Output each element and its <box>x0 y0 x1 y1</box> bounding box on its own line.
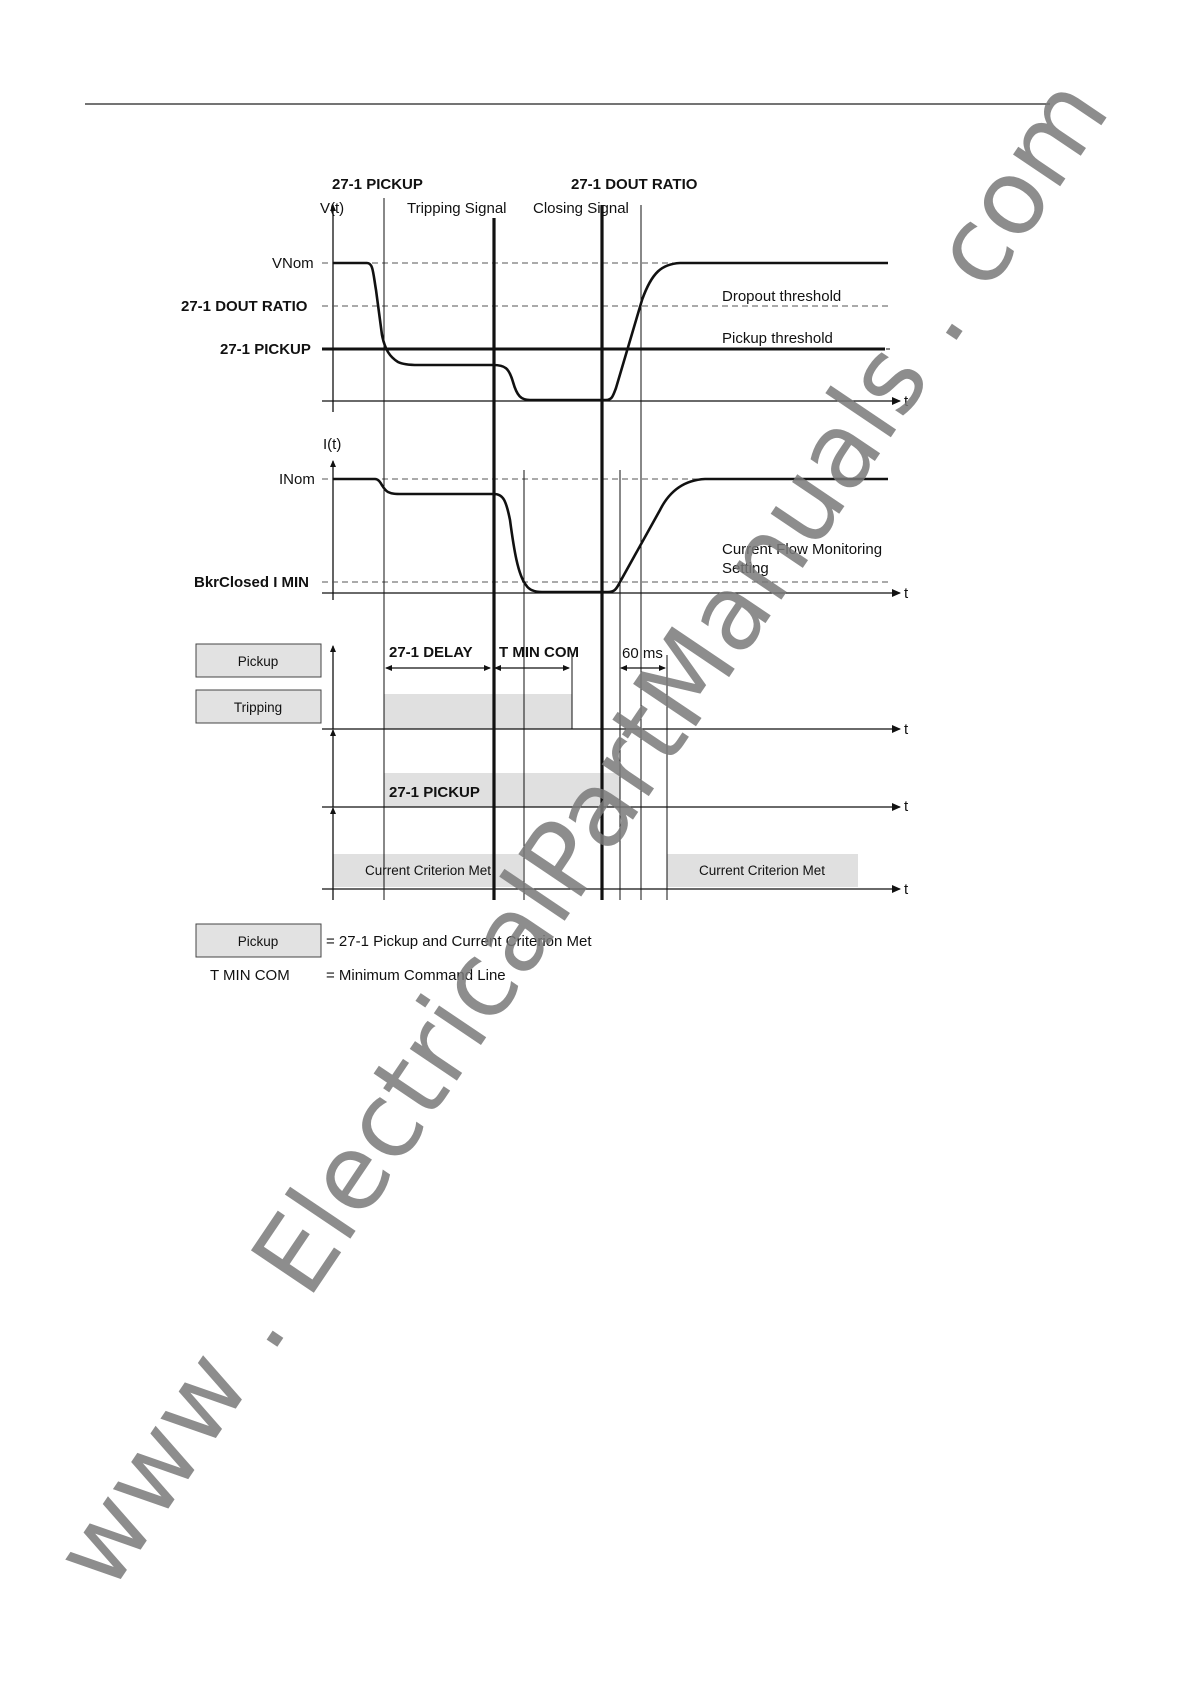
criterion-time-axis-label: t <box>904 881 909 898</box>
inom-label: INom <box>279 471 315 488</box>
v-axis-label: V(t) <box>320 200 344 217</box>
pickup-signal-bar <box>384 773 620 807</box>
vnom-label: VNom <box>272 255 314 272</box>
bkr-min-label: BkrClosed I MIN <box>194 574 309 591</box>
tripping-bar <box>384 694 572 729</box>
delay-label: 27-1 DELAY <box>389 644 473 661</box>
t-min-com-label: T MIN COM <box>499 644 579 661</box>
tripping-status-label: Tripping <box>234 700 282 715</box>
pickup-threshold-label: Pickup threshold <box>722 330 833 347</box>
svg-text:www . ElectricalPartManuals .: www . ElectricalPartManuals . com <box>30 56 1133 1609</box>
legend-pickup-label: Pickup <box>238 934 279 949</box>
dout-ratio-level-label: 27-1 DOUT RATIO <box>181 298 308 315</box>
header-dout-ratio-label: 27-1 DOUT RATIO <box>571 176 698 193</box>
legend-pickup-description: = 27-1 Pickup and Current Criterion Met <box>326 933 592 950</box>
pickup-signal-bar-label: 27-1 PICKUP <box>389 784 480 801</box>
watermark: www . ElectricalPartManuals . com <box>30 56 1133 1609</box>
header-pickup-label: 27-1 PICKUP <box>332 176 423 193</box>
tripping-time-axis-label: t <box>904 721 909 738</box>
flow-monitoring-label-line2: Setting <box>722 560 769 577</box>
pickup-status-label: Pickup <box>238 654 279 669</box>
criterion-right-label: Current Criterion Met <box>699 863 825 878</box>
tripping-status-box <box>195 689 322 724</box>
pickup-level-label: 27-1 PICKUP <box>220 341 311 358</box>
v-time-axis-label: t <box>904 393 909 410</box>
pickup-signal-time-axis-label: t <box>904 798 909 815</box>
criterion-bar-right <box>667 854 858 887</box>
criterion-bar-left <box>333 854 523 887</box>
pickup-status-box <box>195 643 322 678</box>
i-axis-label: I(t) <box>323 436 341 453</box>
closing-signal-label: Closing Signal <box>533 200 629 217</box>
legend-tmincom-label: T MIN COM <box>210 967 290 984</box>
dropout-threshold-label: Dropout threshold <box>722 288 841 305</box>
legend-tmincom-description: = Minimum Command Line <box>326 967 506 984</box>
voltage-curve <box>333 261 888 402</box>
legend-pickup-box <box>195 923 322 958</box>
i-time-axis-label: t <box>904 585 909 602</box>
flow-monitoring-label-line1: Current Flow Monitoring <box>722 541 882 558</box>
criterion-left-label: Current Criterion Met <box>365 863 491 878</box>
tripping-signal-label: Tripping Signal <box>407 200 507 217</box>
ms60-label: 60 ms <box>622 645 663 662</box>
